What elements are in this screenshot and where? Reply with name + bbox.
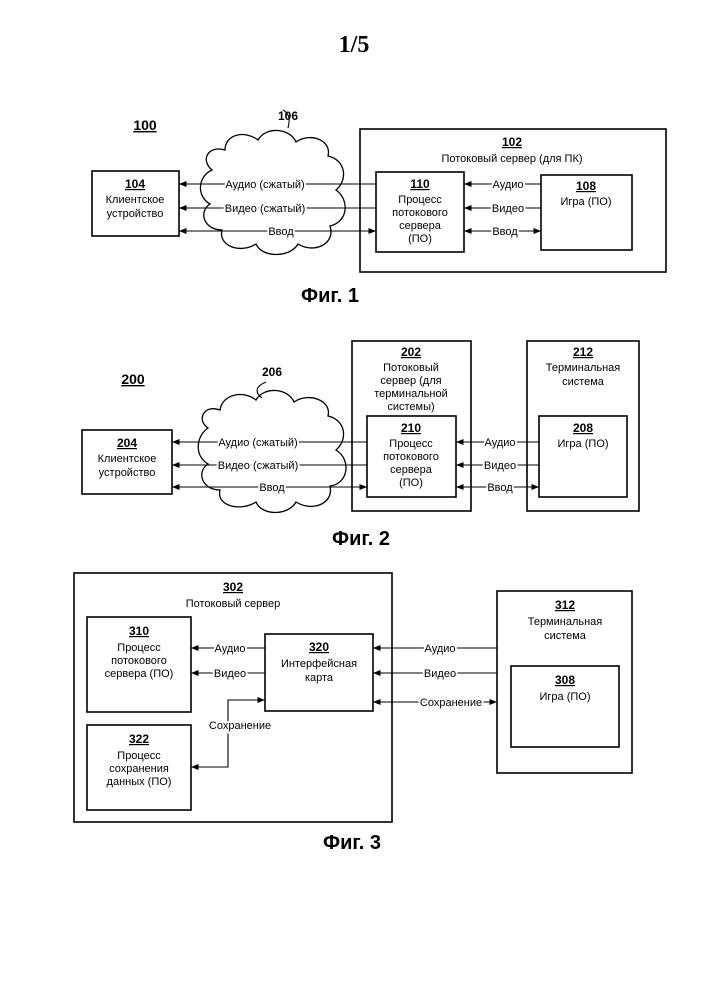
fig3-terminal-line2: система <box>544 630 587 642</box>
fig2-server-line1: Потоковый <box>383 362 439 374</box>
fig3-server-label: Потоковый сервер <box>186 598 281 610</box>
fig1-process-line2: потокового <box>392 207 448 219</box>
fig3-process-line1: Процесс <box>117 642 161 654</box>
fig1-input-label: Ввод <box>268 226 294 238</box>
fig3-save-process-line1: Процесс <box>117 750 161 762</box>
fig2-server-line2: сервер (для <box>380 375 441 387</box>
fig2-caption: Фиг. 2 <box>332 528 390 550</box>
fig1-game-ref: 108 <box>576 179 596 193</box>
page-number: 1/5 <box>339 32 370 58</box>
fig2-client-line1: Клиентское <box>98 453 157 465</box>
fig1-process-line4: (ПО) <box>408 233 432 245</box>
fig3-save-int-label: Сохранение <box>209 720 271 732</box>
fig2-client-ref: 204 <box>117 436 137 450</box>
fig2-audio-compressed-label: Аудио (сжатый) <box>218 437 297 449</box>
fig2-network-cloud <box>198 390 346 512</box>
fig2-video-label: Видео <box>484 460 516 472</box>
fig1-video-compressed-label: Видео (сжатый) <box>225 203 305 215</box>
fig2-server-ref: 202 <box>401 345 421 359</box>
fig3-terminal-line1: Терминальная <box>528 616 603 628</box>
fig3-process-line2: потокового <box>111 655 167 667</box>
fig2-input2-label: Ввод <box>487 482 513 494</box>
fig1-process-ref: 110 <box>410 177 430 191</box>
fig2-system-ref: 200 <box>121 371 145 387</box>
fig2-client-line2: устройство <box>99 467 156 479</box>
fig3-save-process-line2: сохранения <box>109 763 169 775</box>
fig3-process-ref: 310 <box>129 624 149 638</box>
fig2-terminal-line1: Терминальная <box>546 362 621 374</box>
fig2-network-ref: 206 <box>262 365 282 379</box>
fig1-process-line3: сервера <box>399 220 442 232</box>
fig2-server-line4: системы) <box>387 401 434 413</box>
figure-3: 302 Потоковый сервер 310 Процесс потоков… <box>74 573 632 854</box>
fig3-video-in-label: Видео <box>424 668 456 680</box>
fig2-process-line1: Процесс <box>389 438 433 450</box>
fig2-video-compressed-label: Видео (сжатый) <box>218 460 298 472</box>
fig3-terminal-ref: 312 <box>555 598 575 612</box>
fig3-game-ref: 308 <box>555 673 575 687</box>
fig3-server-ref: 302 <box>223 580 243 594</box>
figure-1: 100 102 Потоковый сервер (для ПК) 106 10… <box>92 109 666 307</box>
fig3-save-process-line3: данных (ПО) <box>107 776 172 788</box>
fig3-audio-out-label: Аудио <box>214 643 245 655</box>
fig1-input2-label: Ввод <box>492 226 518 238</box>
fig3-video-out-label: Видео <box>214 668 246 680</box>
fig1-system-ref: 100 <box>133 117 157 133</box>
fig2-game-ref: 208 <box>573 421 593 435</box>
fig1-audio-compressed-label: Аудио (сжатый) <box>225 179 304 191</box>
fig1-audio-label: Аудио <box>492 179 523 191</box>
fig3-game-label: Игра (ПО) <box>540 691 591 703</box>
fig1-client-line2: устройство <box>107 208 164 220</box>
fig2-process-line4: (ПО) <box>399 477 423 489</box>
fig3-caption: Фиг. 3 <box>323 832 381 854</box>
fig2-process-line2: потокового <box>383 451 439 463</box>
fig3-card-ref: 320 <box>309 640 329 654</box>
fig1-process-line1: Процесс <box>398 194 442 206</box>
fig1-client-line1: Клиентское <box>106 194 165 206</box>
fig3-process-line3: сервера (ПО) <box>105 668 174 680</box>
fig2-terminal-line2: система <box>562 376 605 388</box>
fig2-process-ref: 210 <box>401 421 421 435</box>
fig1-game-label: Игра (ПО) <box>561 196 612 208</box>
fig2-input-label: Ввод <box>259 482 285 494</box>
fig3-card-line1: Интерфейсная <box>281 658 357 670</box>
fig2-terminal-ref: 212 <box>573 345 593 359</box>
fig3-save-process-ref: 322 <box>129 732 149 746</box>
fig2-audio-label: Аудио <box>484 437 515 449</box>
fig1-client-ref: 104 <box>125 177 145 191</box>
fig3-save-ext-label: Сохранение <box>420 697 482 709</box>
fig1-server-ref: 102 <box>502 135 522 149</box>
fig2-server-line3: терминальной <box>374 388 448 400</box>
fig3-card-line2: карта <box>305 672 334 684</box>
fig3-save-int-arrow <box>191 700 265 767</box>
figure-2: 200 202 Потоковый сервер (для терминальн… <box>82 341 639 550</box>
fig1-caption: Фиг. 1 <box>301 285 359 307</box>
fig3-audio-in-label: Аудио <box>424 643 455 655</box>
fig1-server-label: Потоковый сервер (для ПК) <box>441 153 582 165</box>
fig2-game-label: Игра (ПО) <box>558 438 609 450</box>
fig1-video-label: Видео <box>492 203 524 215</box>
fig1-network-ref: 106 <box>278 109 298 123</box>
fig2-process-line3: сервера <box>390 464 433 476</box>
